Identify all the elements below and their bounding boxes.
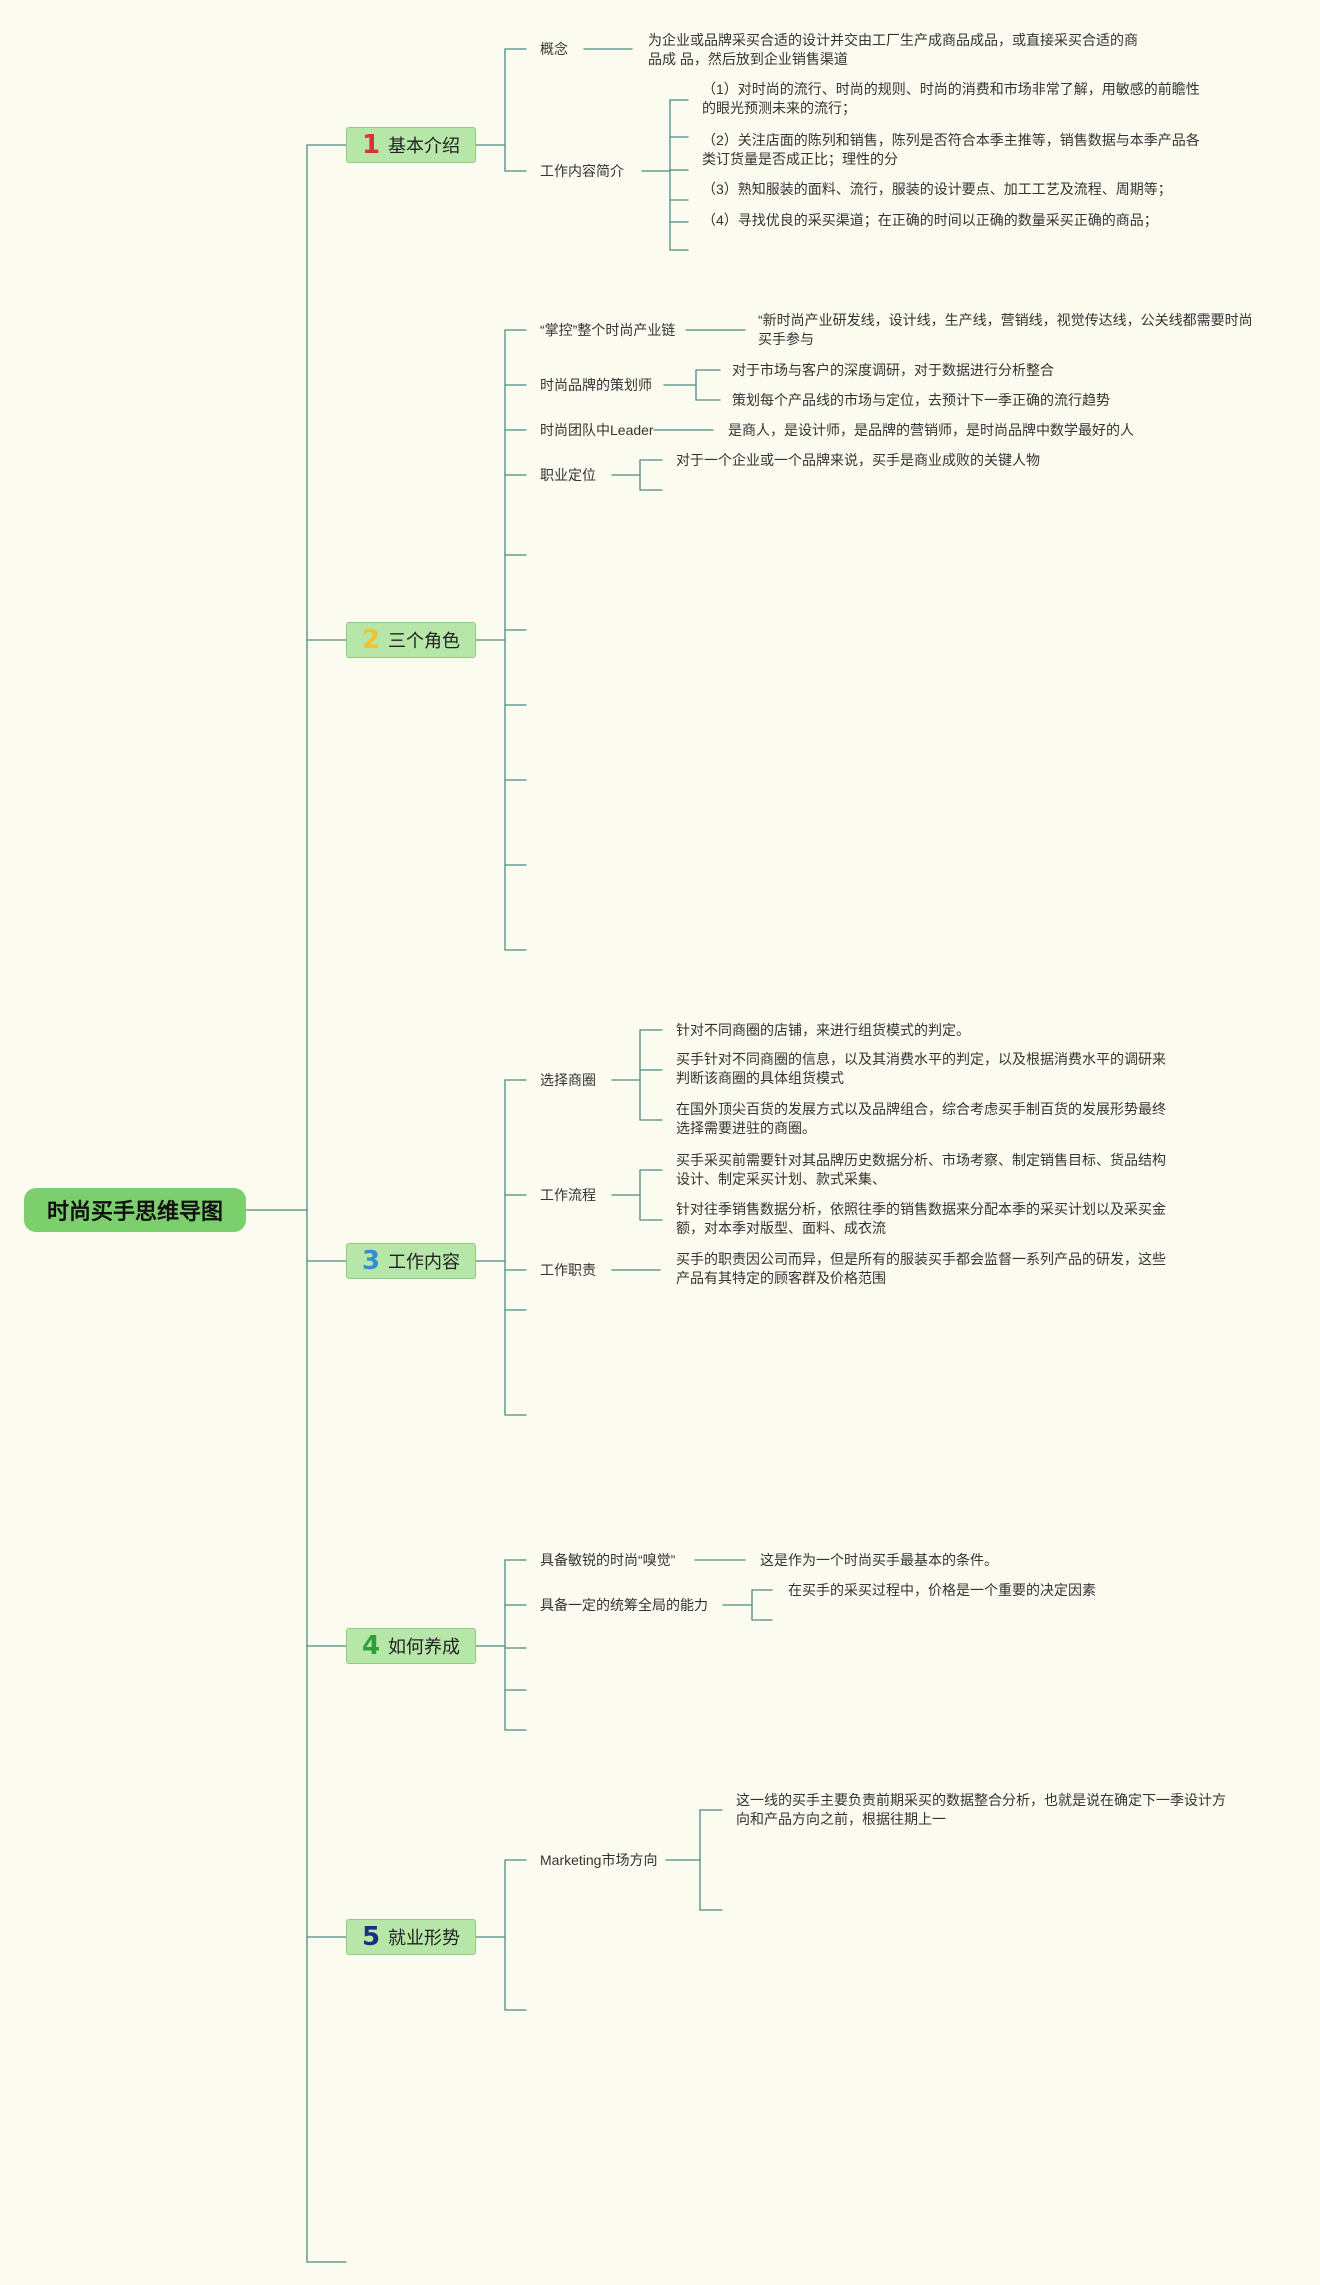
topic-team-leader[interactable]: 时尚团队中Leader (540, 422, 654, 438)
number-badge-4: 4 (361, 1631, 381, 1661)
branch-node-basic-intro[interactable]: 1 基本介绍 (346, 127, 476, 163)
control-text: “新时尚产业研发线，设计线，生产线，营销线，视觉传达线，公关线都需要时尚买手参与 (758, 312, 1253, 347)
topic-select-district[interactable]: 选择商圈 (540, 1072, 596, 1088)
topic-brand-planner[interactable]: 时尚品牌的策划师 (540, 377, 652, 393)
district-item-3: 在国外顶尖百货的发展方式以及品牌组合，综合考虑买手制百货的发展形势最终选择需要进… (676, 1101, 1166, 1136)
topic-control-industry-chain[interactable]: “掌控”整个时尚产业链 (540, 322, 676, 338)
branch-label: 三个角色 (388, 631, 461, 651)
work-intro-item-4: （4）寻找优良的采买渠道；在正确的时间以正确的数量采买正确的商品； (702, 212, 1158, 228)
topic-work-intro[interactable]: 工作内容简介 (540, 163, 624, 179)
concept-text: 为企业或品牌采买合适的设计并交由工厂生产成商品成品，或直接采买合适的商品成 品，… (648, 32, 1138, 67)
branch-label: 就业形势 (388, 1928, 461, 1948)
branch-node-how-to-develop[interactable]: 4 如何养成 (346, 1628, 476, 1664)
branch-label: 工作内容 (388, 1252, 461, 1272)
planner-item-2: 策划每个产品线的市场与定位，去预计下一季正确的流行趋势 (732, 392, 1110, 408)
branch-node-work-content[interactable]: 3 工作内容 (346, 1243, 476, 1279)
district-item-1: 针对不同商圈的店铺，来进行组货模式的判定。 (676, 1022, 970, 1038)
number-badge-3: 3 (361, 1246, 381, 1276)
topic-marketing-direction[interactable]: Marketing市场方向 (540, 1852, 658, 1868)
root-node[interactable]: 时尚买手思维导图 (24, 1188, 246, 1232)
position-text: 对于一个企业或一个品牌来说，买手是商业成败的关键人物 (676, 452, 1040, 468)
workflow-item-1: 买手采买前需要针对其品牌历史数据分析、市场考察、制定销售目标、货品结构设计、制定… (676, 1152, 1166, 1187)
work-intro-item-3: （3）熟知服装的面料、流行，服装的设计要点、加工工艺及流程、周期等； (702, 181, 1172, 197)
work-intro-item-2: （2）关注店面的陈列和销售，陈列是否符合本季主推等，销售数据与本季产品各类订货量… (702, 132, 1200, 167)
workflow-item-2: 针对往季销售数据分析，依照往季的销售数据来分配本季的采买计划以及采买金额，对本季… (676, 1201, 1166, 1236)
topic-duties[interactable]: 工作职责 (540, 1262, 596, 1278)
branch-label: 如何养成 (388, 1637, 461, 1657)
root-title: 时尚买手思维导图 (46, 1199, 223, 1224)
branch-label: 基本介绍 (388, 136, 461, 156)
duty-text: 买手的职责因公司而异，但是所有的服装买手都会监督一系列产品的研发，这些产品有其特… (676, 1251, 1166, 1286)
number-badge-2: 2 (361, 625, 381, 655)
topic-workflow[interactable]: 工作流程 (540, 1187, 596, 1203)
number-badge-1: 1 (361, 130, 381, 160)
topic-career-position[interactable]: 职业定位 (540, 467, 596, 483)
branch-node-employment[interactable]: 5 就业形势 (346, 1919, 476, 1955)
sense-text: 这是作为一个时尚买手最基本的条件。 (760, 1552, 998, 1568)
leader-text: 是商人，是设计师，是品牌的营销师，是时尚品牌中数学最好的人 (728, 422, 1134, 438)
number-badge-5: 5 (361, 1922, 381, 1952)
district-item-2: 买手针对不同商圈的信息，以及其消费水平的判定，以及根据消费水平的调研来判断该商圈… (676, 1051, 1166, 1086)
work-intro-item-1: （1）对时尚的流行、时尚的规则、时尚的消费和市场非常了解，用敏感的前瞻性的眼光预… (702, 81, 1200, 116)
topic-overall-planning[interactable]: 具备一定的统筹全局的能力 (540, 1597, 708, 1613)
topic-concept[interactable]: 概念 (540, 41, 568, 57)
overall-text: 在买手的采买过程中，价格是一个重要的决定因素 (788, 1582, 1096, 1598)
marketing-text: 这一线的买手主要负责前期采买的数据整合分析，也就是说在确定下一季设计方向和产品方… (736, 1792, 1226, 1827)
branch-node-three-roles[interactable]: 2 三个角色 (346, 622, 476, 658)
planner-item-1: 对于市场与客户的深度调研，对于数据进行分析整合 (732, 362, 1054, 378)
topic-fashion-sense[interactable]: 具备敏锐的时尚“嗅觉” (540, 1552, 676, 1568)
